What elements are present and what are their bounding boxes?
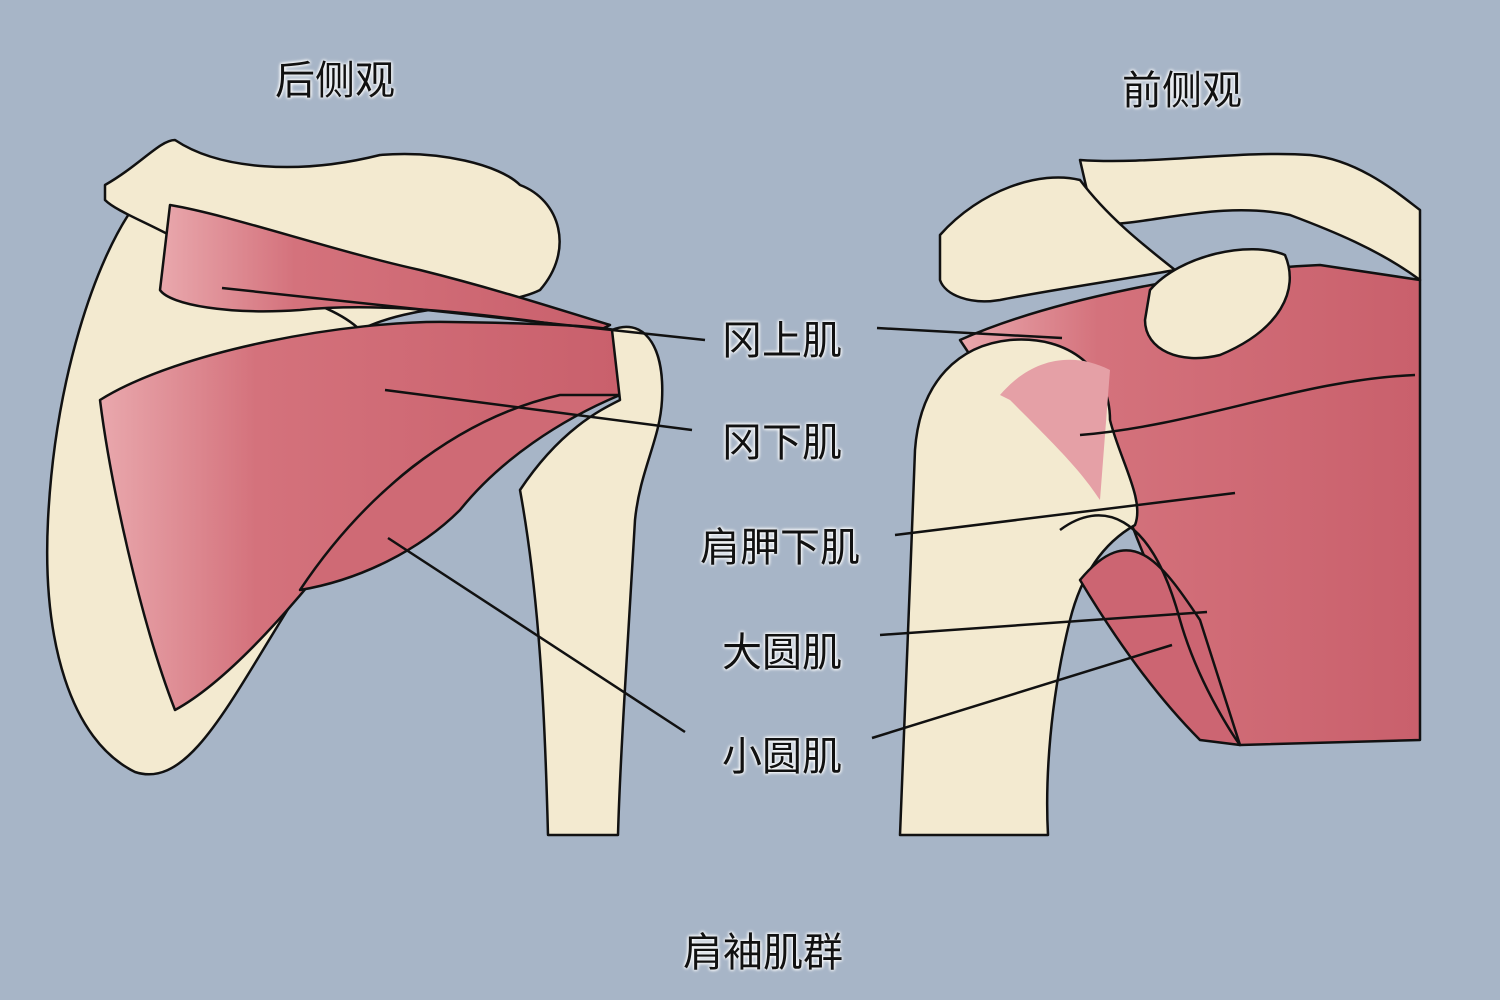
humerus-bone-posterior bbox=[518, 325, 664, 837]
subscapularis-tendon bbox=[1000, 359, 1110, 500]
clavicle-bone bbox=[1078, 152, 1422, 282]
label-supraspinatus: 冈上肌 bbox=[722, 318, 842, 364]
label-teres-major: 大圆肌 bbox=[722, 630, 842, 676]
teres-minor-muscle bbox=[298, 393, 622, 592]
label-teres-minor: 小圆肌 bbox=[722, 734, 842, 780]
label-subscapularis: 肩胛下肌 bbox=[700, 525, 860, 571]
posterior-view-title: 后侧观 bbox=[275, 58, 395, 104]
anterior-view bbox=[898, 152, 1422, 837]
leader-lines bbox=[221, 286, 1236, 740]
coracoid-bone bbox=[1143, 248, 1291, 360]
anterior-view-title: 前侧观 bbox=[1122, 68, 1242, 114]
posterior-view bbox=[46, 138, 664, 837]
caption: 肩袖肌群 bbox=[683, 930, 843, 976]
label-infraspinatus: 冈下肌 bbox=[722, 420, 842, 466]
